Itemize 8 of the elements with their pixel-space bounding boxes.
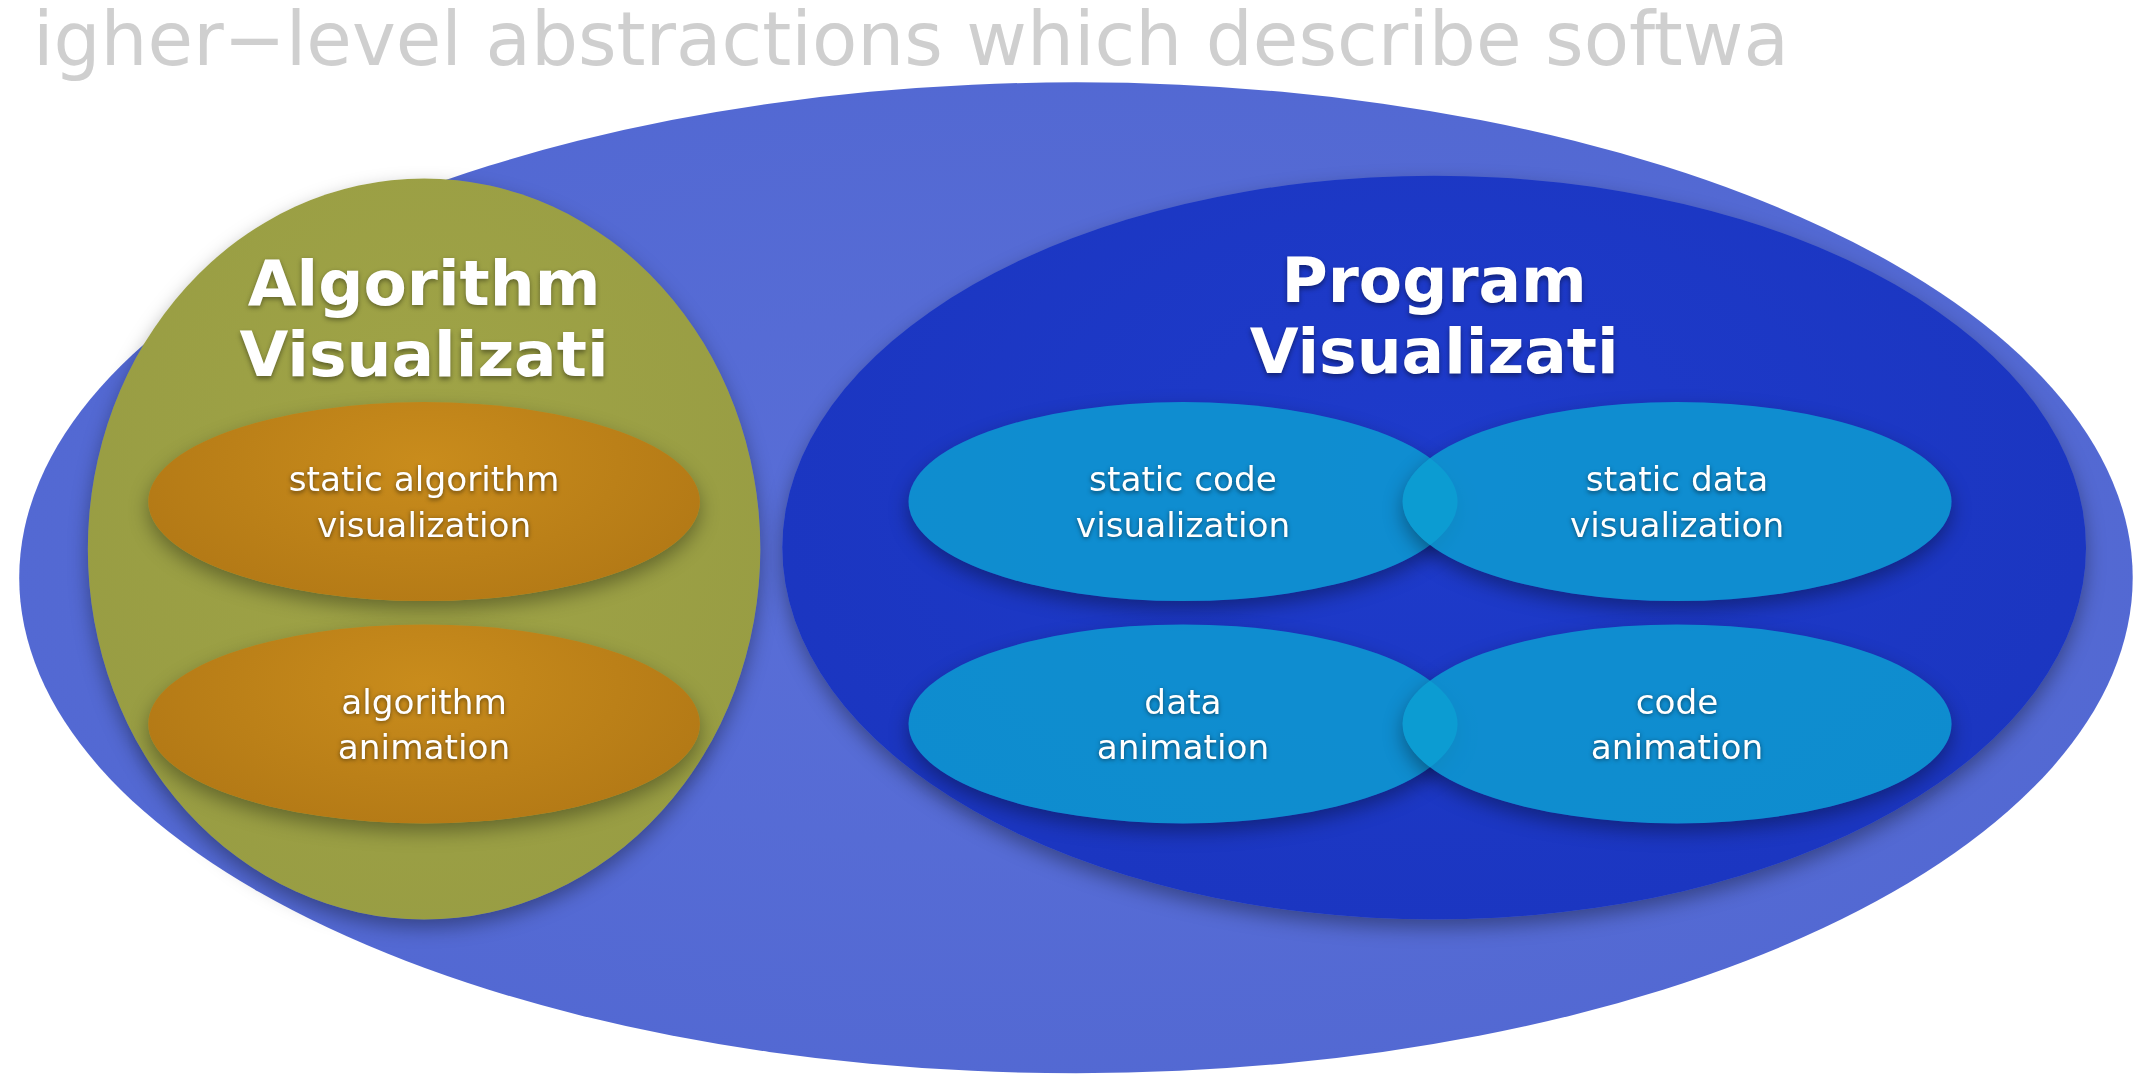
ellipse-label: static data visualization: [1568, 458, 1786, 547]
ellipse-heading: Program Visualizati: [1248, 244, 1620, 387]
ellipse-heading: Algorithm Visualizati: [238, 247, 610, 390]
ellipse-label: static code visualization: [1074, 458, 1292, 547]
ellipse-label: static algorithm visualization: [287, 458, 561, 547]
ellipse-label: algorithm animation: [336, 680, 512, 769]
ellipse-label: code animation: [1589, 680, 1765, 769]
ellipse-label: data animation: [1095, 680, 1271, 769]
